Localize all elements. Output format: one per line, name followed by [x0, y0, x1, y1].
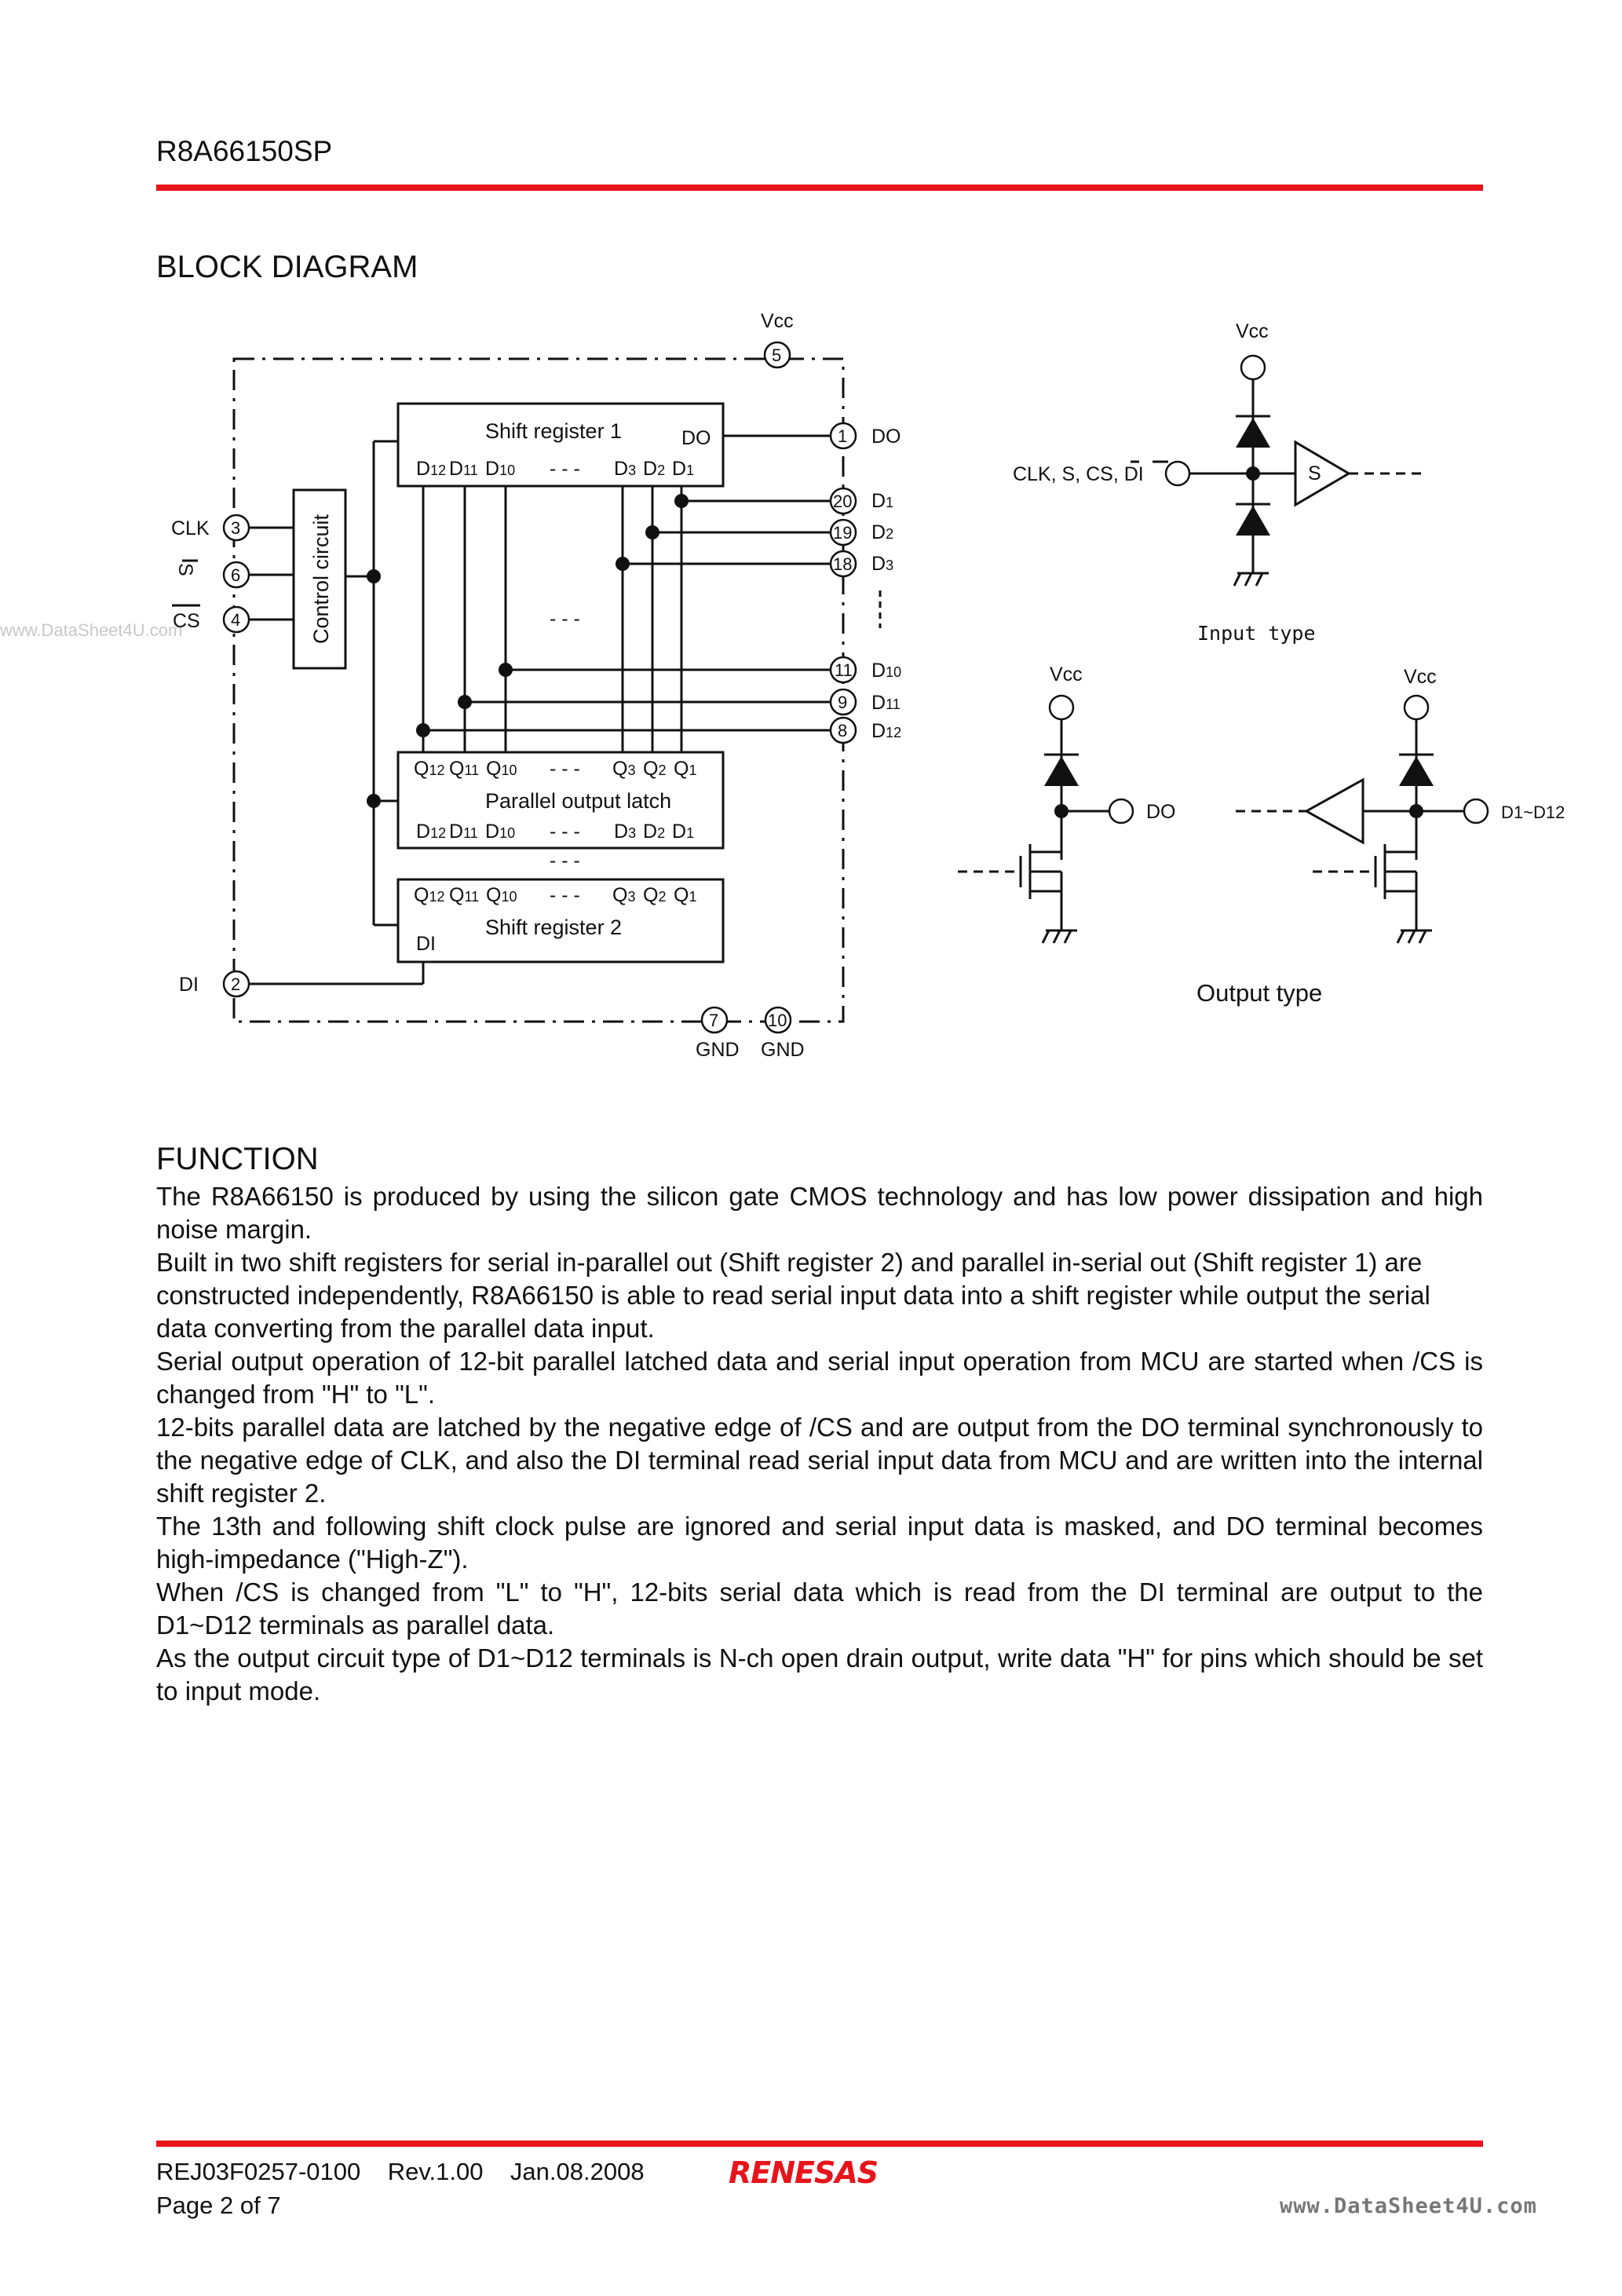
pin-18 — [829, 550, 857, 578]
output-type-caption: Output type — [1196, 979, 1322, 1007]
svg-text:Q1: Q1 — [674, 758, 696, 780]
svg-text:- - -: - - - — [550, 458, 580, 480]
parallel-output-latch-label: Parallel output latch — [485, 789, 671, 813]
svg-text:D1: D1 — [672, 458, 694, 480]
watermark-left: www.DataSheet4U.com — [0, 620, 183, 640]
sr2-di-port: DI — [416, 933, 436, 955]
svg-text:- - -: - - - — [550, 758, 580, 780]
shift-register-2 — [396, 878, 725, 963]
pin-3-num: 3 — [231, 518, 240, 538]
clk-label: CLK — [171, 517, 210, 539]
block-diagram-heading: BLOCK DIAGRAM — [156, 250, 418, 284]
pin-18-label: D3 — [871, 553, 893, 575]
pin-5 — [763, 341, 791, 369]
revision: Rev.1.00 — [387, 2158, 484, 2185]
pin-9-label: D11 — [871, 692, 901, 714]
function-paragraph-7: As the output circuit type of D1~D12 ter… — [156, 1643, 1483, 1706]
pin-8 — [829, 716, 857, 744]
pin-1 — [829, 422, 857, 450]
gnd2-label: GND — [761, 1039, 805, 1061]
control-circuit — [292, 488, 347, 670]
pin-7-num: 7 — [709, 1011, 718, 1030]
output-do-label: DO — [1146, 801, 1176, 823]
header-rule — [156, 185, 1483, 191]
svg-text:- - -: - - - — [550, 608, 580, 630]
renesas-logo: RENESAS — [729, 2155, 879, 2190]
part-number-header: R8A66150SP — [156, 135, 333, 167]
block-diagram: .ln { stroke:#111; stroke-width:3; fill:… — [171, 310, 1565, 1061]
pin-9-num: 9 — [838, 693, 847, 712]
svg-text:- - -: - - - — [550, 850, 580, 872]
output-type-d-circuit: Vcc D1~D12 — [1236, 666, 1565, 944]
pin-11-label: D10 — [871, 660, 901, 682]
pin-1-num: 1 — [838, 426, 847, 446]
input-vcc-label: Vcc — [1236, 320, 1269, 342]
input-pins-label: CLK, S, CS, DI — [1013, 463, 1144, 485]
pin-2-num: 2 — [231, 974, 240, 994]
function-paragraph-3: Serial output operation of 12-bit parall… — [156, 1347, 1483, 1409]
function-paragraph-4: 12-bits parallel data are latched by the… — [156, 1413, 1483, 1508]
output-d-label: D1~D12 — [1501, 803, 1565, 822]
footer-doc-info: REJ03F0257-0100 Rev.1.00 Jan.08.2008 — [156, 2158, 645, 2186]
sr1-port-labels: D12 D11 D10 - - - D3 D2 D1 — [416, 458, 694, 480]
function-body: The R8A66150 is produced by using the si… — [156, 1180, 1483, 1708]
pin-20-label: D1 — [871, 490, 893, 512]
s-label: S — [174, 563, 196, 576]
date: Jan.08.2008 — [510, 2158, 645, 2185]
sr1-do-port: DO — [681, 427, 711, 449]
function-paragraph-5: The 13th and following shift clock pulse… — [156, 1512, 1483, 1574]
function-paragraph-6: When /CS is changed from "L" to "H", 12-… — [156, 1578, 1483, 1640]
pin-18-num: 18 — [833, 554, 852, 574]
chip-boundary — [232, 357, 845, 1023]
vcc-label: Vcc — [761, 310, 794, 332]
input-buffer-label: S — [1308, 462, 1321, 484]
function-paragraph-1: The R8A66150 is produced by using the si… — [156, 1182, 1483, 1244]
page-number: Page 2 of 7 — [156, 2192, 281, 2219]
pin-19-num: 19 — [833, 523, 852, 543]
pin-10-num: 10 — [768, 1011, 787, 1030]
input-type-caption: Input type — [1197, 622, 1316, 645]
pin-4-num: 4 — [231, 610, 240, 630]
gnd1-label: GND — [696, 1039, 740, 1061]
pin-11 — [829, 656, 857, 684]
shift-register-1 — [396, 402, 725, 488]
latch-port-labels: Q12 Q11 Q10 - - - Q3 Q2 Q1 D12 D11 D10 -… — [414, 758, 696, 843]
control-circuit-label: Control circuit — [309, 514, 333, 644]
pin-19-label: D2 — [871, 521, 893, 543]
sr2-port-labels: Q12 Q11 Q10 - - - Q3 Q2 Q1 — [414, 884, 696, 906]
pin-11-num: 11 — [835, 660, 853, 680]
function-heading: FUNCTION — [156, 1142, 319, 1176]
shift-register-2-label: Shift register 2 — [485, 916, 622, 939]
parallel-output-latch — [396, 751, 725, 850]
output-type-do-circuit: Vcc DO — [958, 664, 1176, 944]
pin-5-num: 5 — [772, 345, 781, 365]
footer-rule — [156, 2141, 1483, 2147]
function-paragraph-2: Built in two shift registers for serial … — [156, 1248, 1430, 1343]
shift-register-1-label: Shift register 1 — [485, 419, 622, 443]
pin-20 — [829, 487, 857, 515]
pin-6-num: 6 — [231, 565, 240, 585]
input-type-circuit: Vcc S CLK, S, CS, DI Input type — [1013, 320, 1421, 645]
svg-text:- - -: - - - — [550, 884, 580, 906]
pin-8-num: 8 — [838, 721, 847, 740]
cs-label: CS — [173, 610, 200, 632]
pin-8-label: D12 — [871, 720, 901, 742]
pin-7 — [700, 1006, 729, 1034]
do-pin-label: DO — [871, 426, 901, 448]
pin-19 — [829, 518, 857, 547]
output-vcc-right: Vcc — [1404, 666, 1437, 688]
svg-text:- - -: - - - — [550, 821, 580, 843]
pin-9 — [829, 688, 857, 716]
di-label: DI — [179, 974, 199, 996]
watermark-bottom: www.DataSheet4U.com — [1280, 2194, 1537, 2218]
pin-20-num: 20 — [833, 492, 852, 511]
pin-10 — [764, 1006, 792, 1034]
d-pins: 20 D1 19 D2 18 D3 11 D10 9 D11 8 D12 — [829, 487, 901, 744]
renesas-logo-text: RENESAS — [729, 2155, 878, 2190]
output-vcc-left: Vcc — [1050, 664, 1083, 686]
doc-number: REJ03F0257-0100 — [156, 2158, 361, 2185]
